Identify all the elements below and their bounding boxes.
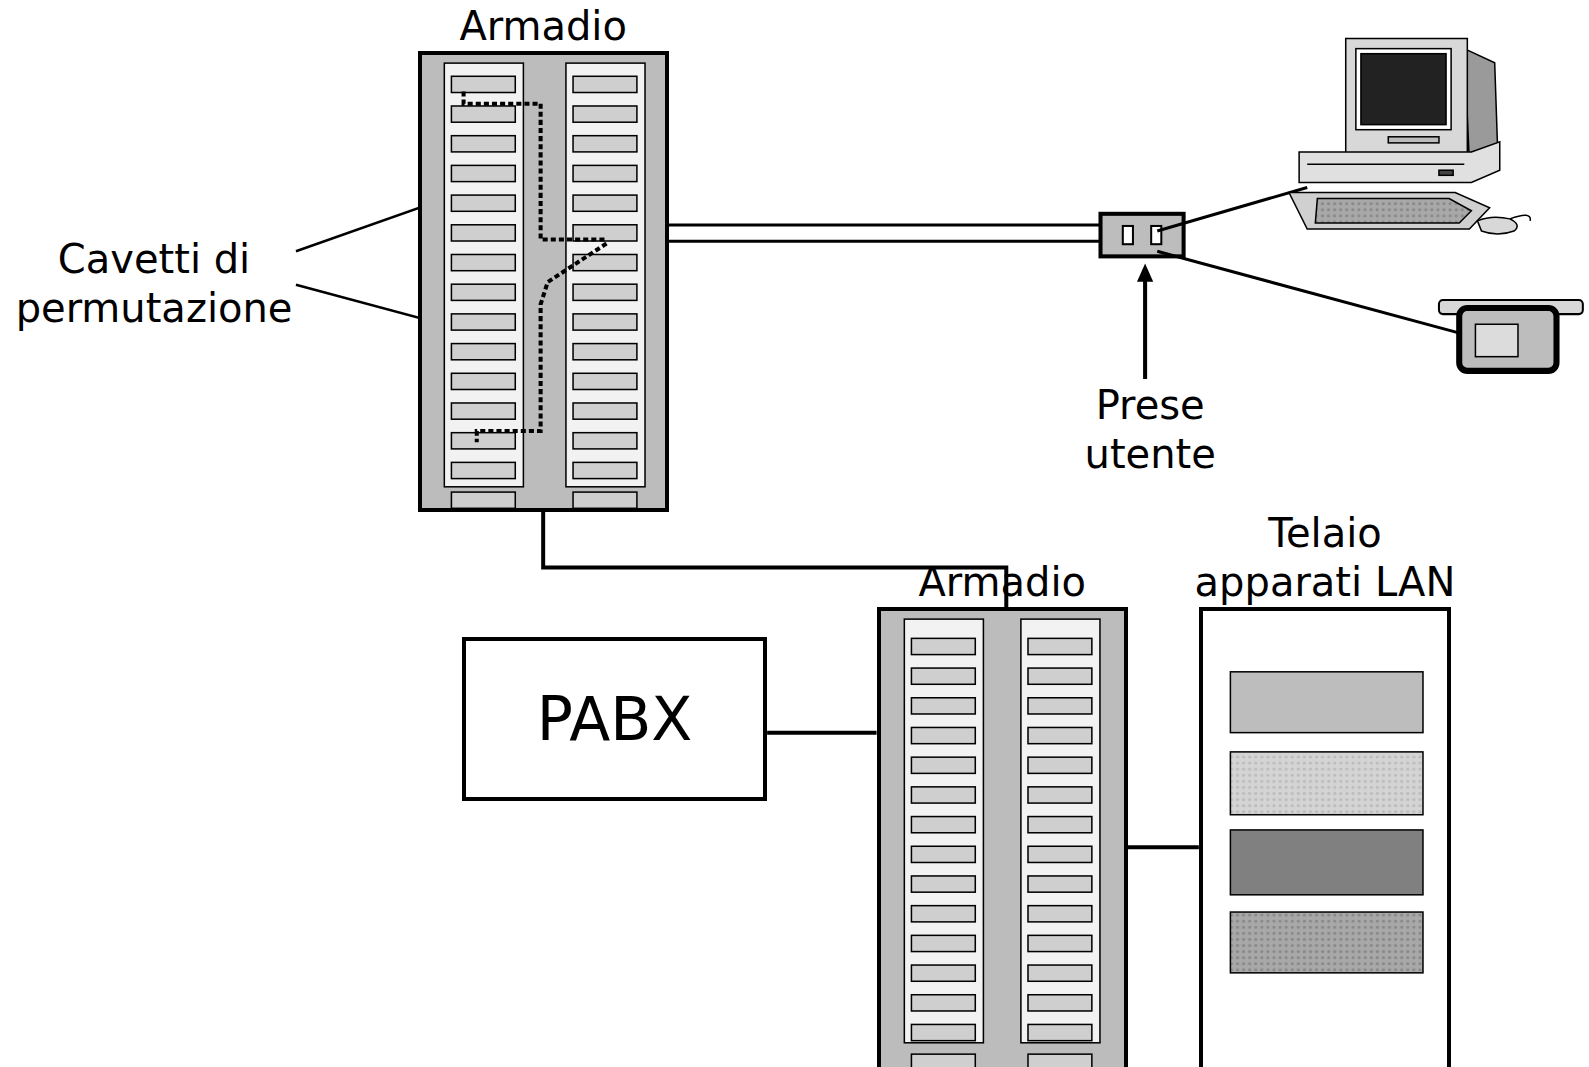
node-heading: Telaio apparati LAN <box>1180 509 1470 607</box>
computer-icon <box>1289 39 1530 235</box>
callout-label: Cavetti di permutazione <box>2 235 306 333</box>
node-heading: Armadio <box>872 558 1132 607</box>
connector-line <box>767 731 876 735</box>
telephone-icon <box>1439 300 1583 371</box>
pabx-box: PABX <box>462 637 767 800</box>
phone-cord <box>1157 251 1464 334</box>
patch-leader <box>296 172 527 349</box>
patch-panel <box>422 55 665 508</box>
node-heading: Armadio <box>413 2 673 51</box>
user-outlet <box>1101 214 1184 257</box>
lan-rack: Telaio apparati LAN <box>1199 607 1451 1067</box>
node-title: PABX <box>537 684 693 754</box>
cabinet: Armadio <box>877 607 1128 1067</box>
patch-panel <box>881 611 1124 1067</box>
connector-line <box>1128 845 1199 849</box>
cabinet: Armadio <box>418 51 669 512</box>
pc-cord <box>1157 187 1307 231</box>
callout-label: Prese utente <box>1064 381 1236 479</box>
lan-equipment <box>1203 611 1447 1067</box>
outlet-leader <box>1137 263 1153 379</box>
horizontal-cable <box>601 222 1101 244</box>
